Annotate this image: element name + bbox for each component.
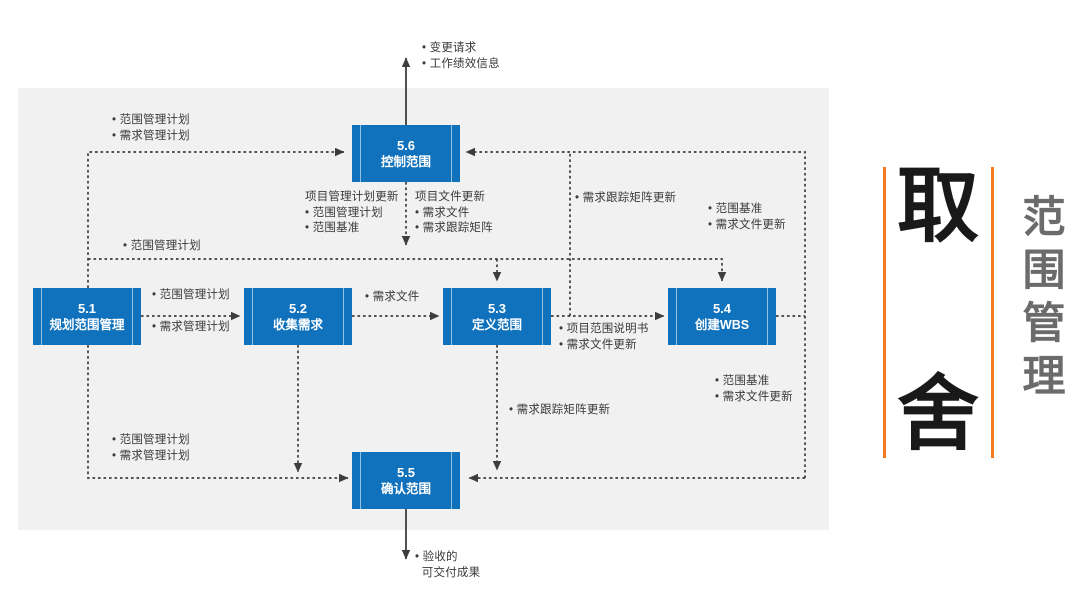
process-node-id: 5.3 (487, 300, 507, 316)
label-change-requests: • 变更请求• 工作绩效信息 (422, 42, 500, 70)
edge-51-up-to-56 (87, 147, 345, 288)
process-node-name: 创建WBS (694, 317, 750, 332)
label-54-outputs-to-56: • 范围基准• 需求文件更新 (708, 203, 786, 231)
label-pm-plan-updates: 项目管理计划更新• 范围管理计划• 范围基准 (305, 191, 399, 234)
label-project-doc-updates: 项目文件更新• 需求文件• 需求跟踪矩阵 (415, 191, 493, 234)
label-req-docs: • 需求文件 (365, 291, 420, 303)
process-node-name: 定义范围 (471, 317, 522, 332)
process-node-id: 5.4 (712, 300, 732, 316)
process-node-id: 5.1 (77, 300, 97, 316)
label-rtm-update-to-55: • 需求跟踪矩阵更新 (509, 404, 611, 416)
process-node-id: 5.6 (396, 137, 416, 153)
process-node-name: 规划范围管理 (49, 317, 125, 332)
process-node-name: 收集需求 (272, 317, 323, 332)
edge-scope-plan-to-54 (88, 258, 727, 282)
label-plans-into-55: • 范围管理计划• 需求管理计划 (112, 434, 190, 462)
headline-tradeoff: 取 舍 (885, 164, 991, 458)
label-54-outputs-to-55: • 范围基准• 需求文件更新 (715, 375, 793, 403)
label-51-52-req-plan: • 需求管理计划 (152, 321, 230, 333)
vertical-title-scope-management: 范围管理 (1016, 194, 1064, 406)
process-node-name: 确认范围 (380, 481, 431, 496)
headline-char-qu: 取 (896, 161, 979, 252)
edge-right-loop-to-56 (465, 147, 806, 478)
label-51-52-scope-plan: • 范围管理计划 (152, 289, 230, 301)
process-node-id: 5.5 (396, 464, 416, 480)
label-rtm-update-to-56: • 需求跟踪矩阵更新 (575, 192, 677, 204)
process-node-id: 5.2 (288, 300, 308, 316)
label-plans-into-56: • 范围管理计划• 需求管理计划 (112, 114, 190, 142)
accent-bar-left (883, 167, 886, 458)
accent-bar-right (991, 167, 994, 458)
label-accepted-deliverables: • 验收的 可交付成果 (415, 551, 481, 579)
label-scope-statement: • 项目范围说明书• 需求文件更新 (559, 323, 649, 351)
headline-char-she: 舍 (896, 369, 979, 460)
label-scope-plan-line: • 范围管理计划 (123, 240, 201, 252)
process-node-name: 控制范围 (380, 154, 431, 169)
edge-51-down-to-55 (87, 345, 349, 483)
